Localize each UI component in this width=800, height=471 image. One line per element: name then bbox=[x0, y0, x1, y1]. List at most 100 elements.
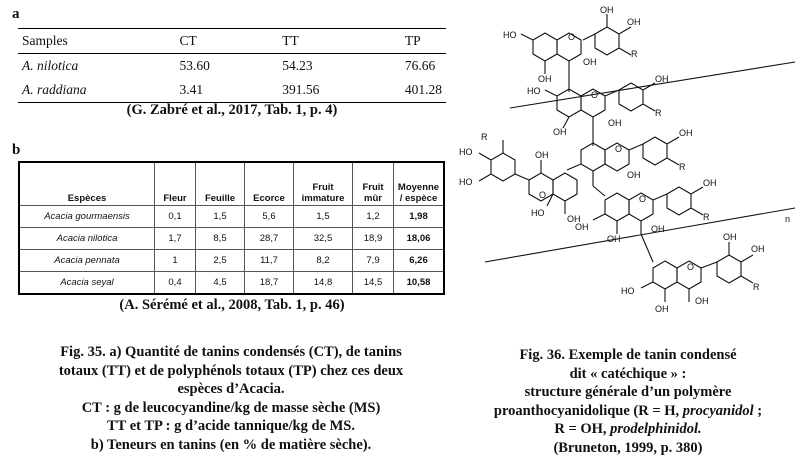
fig36-line: dit « catéchique » : bbox=[569, 365, 687, 382]
table-cell: 0,1 bbox=[154, 205, 196, 228]
table-row: A. raddiana 3.41 391.56 401.28 bbox=[18, 78, 446, 103]
ring-oxygen: O bbox=[687, 262, 694, 272]
oh-label: OH bbox=[538, 74, 552, 84]
table-cell: 4,5 bbox=[195, 271, 245, 295]
oh-label: OH bbox=[655, 74, 669, 84]
table-row: Acacia pennata 1 2,5 11,7 8,2 7,9 6,26 bbox=[18, 249, 445, 272]
tannin-structure-diagram: n O OH OH R HO OH OH O OH R HO OH OH O O… bbox=[459, 5, 796, 314]
table-cell: 1,2 bbox=[352, 205, 394, 228]
fig36-line: structure générale d’un polymère bbox=[524, 384, 732, 400]
catechin-unit-bottom bbox=[640, 233, 754, 302]
oh-label: OH bbox=[751, 244, 765, 254]
table-cell: 5,6 bbox=[244, 205, 294, 228]
fig35-line: totaux (TT) et de polyphénols totaux (TP… bbox=[58, 362, 404, 379]
table-row: A. nilotica 53.60 54.23 76.66 bbox=[18, 54, 446, 79]
table-b-header: Fruit immature bbox=[293, 161, 353, 206]
table-cell: 32,5 bbox=[293, 227, 353, 250]
ho-label: HO bbox=[621, 286, 635, 296]
ho-label: HO bbox=[459, 147, 473, 157]
table-cell: Acacia pennata bbox=[18, 249, 155, 272]
table-cell: 8,2 bbox=[293, 249, 353, 272]
table-cell: A. raddiana bbox=[22, 82, 87, 97]
table-cell: Acacia nilotica bbox=[18, 227, 155, 250]
table-cell: 11,7 bbox=[244, 249, 294, 272]
r-label: R bbox=[753, 282, 760, 292]
panel-a-label: a bbox=[12, 6, 20, 22]
table-cell: 54.23 bbox=[282, 58, 313, 73]
fig36-line: (Bruneton, 1999, p. 380) bbox=[553, 439, 703, 456]
catechin-unit-middle bbox=[566, 130, 680, 186]
table-cell: 14,8 bbox=[293, 271, 353, 295]
table-cell: 53.60 bbox=[179, 58, 210, 73]
table-a-header: TT bbox=[282, 33, 299, 48]
table-cell: 0,4 bbox=[154, 271, 196, 295]
table-cell: 18,7 bbox=[244, 271, 294, 295]
fig36-line: R = OH, prodelphinidol. bbox=[554, 421, 702, 437]
table-row: Acacia gourmaensis 0,1 1,5 5,6 1,5 1,2 1… bbox=[18, 205, 445, 228]
table-cell: 28,7 bbox=[244, 227, 294, 250]
ring-oxygen: O bbox=[615, 144, 622, 154]
oh-label: OH bbox=[567, 214, 581, 224]
fig35-line: TT et TP : g d’acide tannique/kg de MS. bbox=[106, 418, 355, 434]
ho-label: HO bbox=[459, 177, 473, 187]
oh-label: OH bbox=[553, 127, 567, 137]
table-b-header: Fruit mûr bbox=[352, 161, 394, 206]
oh-label: OH bbox=[627, 170, 641, 180]
ring-oxygen: O bbox=[568, 32, 575, 42]
polymer-bracket-bottom bbox=[484, 207, 796, 263]
catechin-unit-top bbox=[520, 14, 632, 76]
oh-label: OH bbox=[627, 17, 641, 27]
oh-label: OH bbox=[695, 296, 709, 306]
panel-a-source: (G. Zabré et al., 2017, Tab. 1, p. 4) bbox=[126, 102, 338, 118]
table-b-header-row: Espèces Fleur Feuille Ecorce Fruit immat… bbox=[18, 161, 445, 206]
table-b: Espèces Fleur Feuille Ecorce Fruit immat… bbox=[18, 161, 445, 295]
table-cell: A. nilotica bbox=[22, 58, 79, 73]
catechin-unit-2 bbox=[544, 76, 656, 130]
oh-label: OH bbox=[600, 5, 614, 15]
panel-b-source: (A. Sérémé et al., 2008, Tab. 1, p. 46) bbox=[119, 297, 345, 313]
table-a-header: CT bbox=[179, 33, 197, 48]
table-b-header: Fleur bbox=[154, 161, 196, 206]
table-cell: 391.56 bbox=[282, 82, 320, 97]
table-b-header: Ecorce bbox=[244, 161, 294, 206]
table-cell: Acacia gourmaensis bbox=[18, 205, 155, 228]
fig35-line: Fig. 35. a) Quantité de tanins condensés… bbox=[60, 344, 402, 360]
r-label: R bbox=[655, 108, 662, 118]
table-a: Samples CT TT TP A. nilotica 53.60 54.23… bbox=[18, 28, 446, 103]
oh-label: OH bbox=[607, 234, 621, 244]
table-cell: 8,5 bbox=[195, 227, 245, 250]
oh-label: OH bbox=[679, 128, 693, 138]
r-label: R bbox=[481, 132, 488, 142]
ho-label: HO bbox=[531, 208, 545, 218]
table-b-header: Moyenne / espèce bbox=[393, 161, 445, 206]
fig36-line: Fig. 36. Exemple de tanin condensé bbox=[519, 347, 737, 363]
table-cell: 14,5 bbox=[352, 271, 394, 295]
fig35-caption: Fig. 35. a) Quantité de tanins condensés… bbox=[8, 343, 454, 454]
ring-oxygen: O bbox=[539, 190, 546, 200]
table-cell: 1,98 bbox=[393, 205, 445, 228]
table-b-header: Espèces bbox=[18, 161, 155, 206]
ho-label: HO bbox=[527, 86, 541, 96]
catechin-unit-4 bbox=[592, 185, 704, 234]
table-cell: 1,5 bbox=[293, 205, 353, 228]
table-cell: 1 bbox=[154, 249, 196, 272]
table-row: Acacia nilotica 1,7 8,5 28,7 32,5 18,9 1… bbox=[18, 227, 445, 250]
oh-label: OH bbox=[723, 232, 737, 242]
r-label: R bbox=[679, 162, 686, 172]
table-cell: 6,26 bbox=[393, 249, 445, 272]
ho-label: HO bbox=[503, 30, 517, 40]
ring-oxygen: O bbox=[639, 194, 646, 204]
catechin-unit-left bbox=[478, 140, 578, 214]
ring-oxygen: O bbox=[591, 90, 598, 100]
table-cell: Acacia seyal bbox=[18, 271, 155, 295]
oh-label: OH bbox=[608, 118, 622, 128]
oh-label: OH bbox=[703, 178, 717, 188]
table-cell: 401.28 bbox=[404, 82, 442, 97]
fig35-line: CT : g de leucocyandine/kg de masse sèch… bbox=[81, 399, 381, 416]
table-cell: 7,9 bbox=[352, 249, 394, 272]
table-cell: 3.41 bbox=[179, 82, 204, 97]
r-label: R bbox=[703, 212, 710, 222]
table-cell: 2,5 bbox=[195, 249, 245, 272]
table-cell: 1,5 bbox=[195, 205, 245, 228]
fig35-line: b) Teneurs en tanins (en % de matière sè… bbox=[90, 436, 372, 453]
